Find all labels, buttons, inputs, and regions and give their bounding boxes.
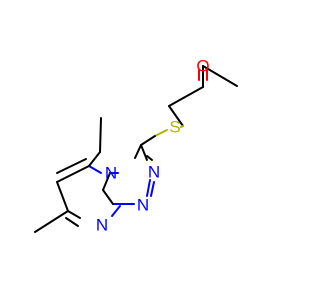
molecule-structure: O S N N N N [0,0,300,300]
bond-c3-n4 [134,144,142,159]
bond-c5-methyl [99,117,102,153]
bond-carbonyl-ch2 [168,86,204,107]
pyrimidine-nitrogen-label: N [96,216,108,235]
bond-s-c3 [154,129,168,137]
oxygen-label: O [196,57,209,76]
bond-c7-methyl [34,210,69,233]
bond-c3-n2-a [140,144,148,161]
bond-c5-c6 [56,165,90,183]
bond-n4-c5 [88,165,102,174]
background [0,0,300,300]
bond-ch2-s [168,105,184,127]
bond-c7-n8 [67,210,81,219]
triazole-nitrogen-upper-label: N [148,163,160,182]
triazole-nitrogen-lower-label: N [137,196,149,215]
bridge-nitrogen-label: N [105,164,117,183]
sulfur-label: S [169,118,180,137]
bond-n2-n1 [146,179,151,197]
bond-c6-c7 [56,181,69,212]
bond-n8-c8a [111,205,121,217]
bond-methyl-carbonyl [202,65,238,87]
bond-c8a-n4 [102,189,114,205]
